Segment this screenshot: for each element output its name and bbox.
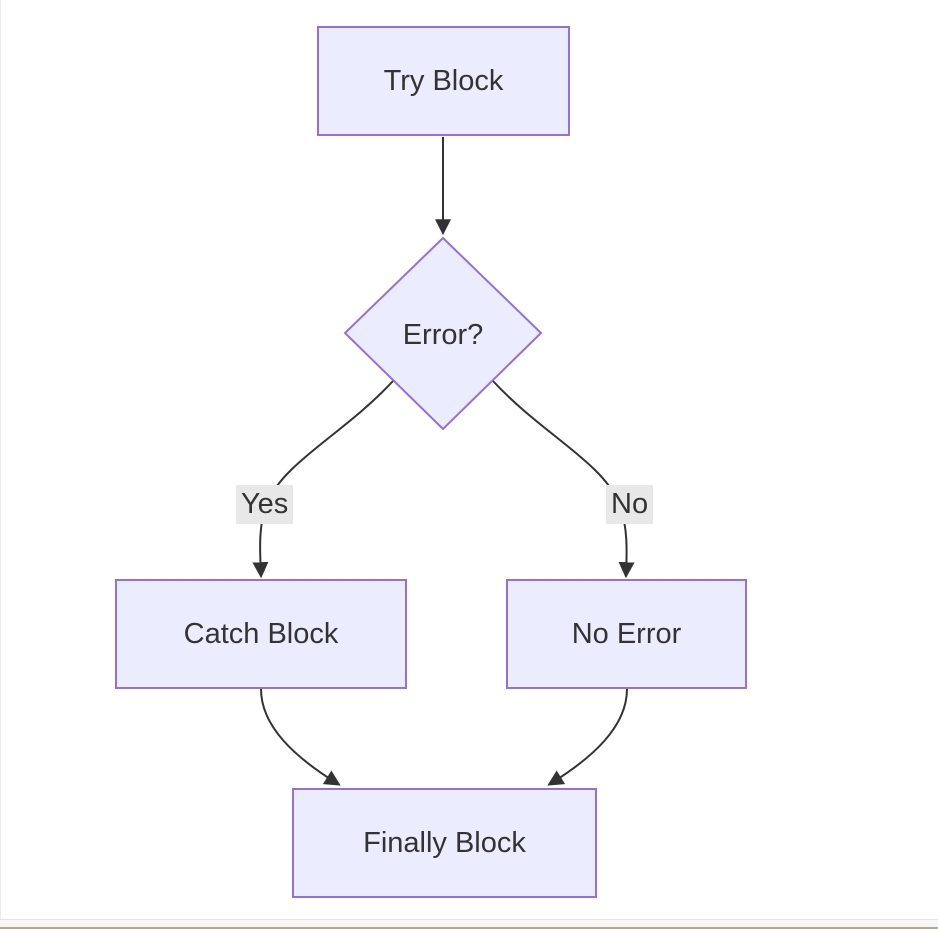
edge-error-no-to-noerror xyxy=(492,380,635,579)
edge-catch-to-finally xyxy=(260,688,341,786)
edge-label-no: No xyxy=(606,485,654,524)
node-try-block-label: Try Block xyxy=(383,64,504,97)
node-no-error: No Error xyxy=(506,579,747,689)
node-finally-block-label: Finally Block xyxy=(363,826,526,859)
node-finally-block: Finally Block xyxy=(292,788,597,898)
edge-error-yes-to-catch xyxy=(252,380,394,579)
horizontal-scrollbar[interactable] xyxy=(0,919,938,929)
node-error-decision: Error? xyxy=(383,317,503,353)
edge-label-yes: Yes xyxy=(236,485,294,524)
edge-noerror-to-finally xyxy=(547,688,628,786)
node-try-block: Try Block xyxy=(317,26,570,136)
node-no-error-label: No Error xyxy=(571,617,682,650)
node-error-decision-label: Error? xyxy=(402,318,484,351)
node-catch-block-label: Catch Block xyxy=(183,617,339,650)
window-left-border xyxy=(0,0,1,929)
node-catch-block: Catch Block xyxy=(115,579,407,689)
decision-diamond-shape xyxy=(343,236,543,431)
